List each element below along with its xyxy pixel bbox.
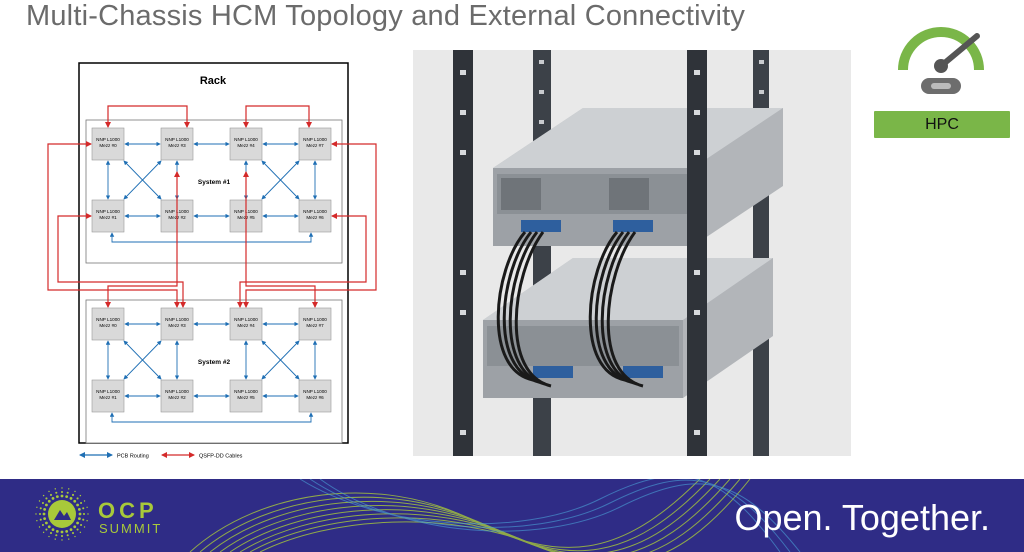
slide-title: Multi-Chassis HCM Topology and External … xyxy=(26,0,746,32)
mezz-model: NNP L1000 xyxy=(96,209,120,214)
rack-servers-photo xyxy=(413,50,851,456)
pcb-link xyxy=(261,340,300,380)
footer-banner xyxy=(0,479,1024,552)
mezz-model: NNP L1000 xyxy=(165,317,189,322)
system-label: System #2 xyxy=(198,359,231,366)
mezz-index: Mezz #6 xyxy=(306,395,324,400)
tagline: Open. Together. xyxy=(734,497,990,538)
qsfp-cable xyxy=(105,171,180,308)
legend: PCB Routing QSFP-DD Cables xyxy=(79,452,243,460)
mezz-model: NNP L1000 xyxy=(165,137,189,142)
mezz-index: Mezz #0 xyxy=(99,323,117,328)
qsfp-cable xyxy=(105,105,190,128)
mezz-model: NNP L1000 xyxy=(303,389,327,394)
mezz-index: Mezz #0 xyxy=(99,143,117,148)
mezz-index: Mezz #6 xyxy=(306,215,324,220)
mezz-model: NNP L1000 xyxy=(234,137,258,142)
qsfp-cable xyxy=(243,171,318,308)
mezz-index: Mezz #3 xyxy=(168,143,186,148)
mezz-index: Mezz #7 xyxy=(306,323,324,328)
mezz-model: NNP L1000 xyxy=(165,389,189,394)
mezz-model: NNP L1000 xyxy=(96,389,120,394)
mezz-model: NNP L1000 xyxy=(303,317,327,322)
pcb-link xyxy=(109,412,314,423)
hpc-badge: HPC xyxy=(874,111,1010,138)
mezz-model: NNP L1000 xyxy=(234,317,258,322)
logo-ocp-word: OCP xyxy=(98,498,158,523)
mezz-model: NNP L1000 xyxy=(303,137,327,142)
mezz-index: Mezz #3 xyxy=(168,323,186,328)
rack-label: Rack xyxy=(200,75,227,87)
ocp-logo-icon xyxy=(35,487,89,541)
system-label: System #1 xyxy=(198,179,231,186)
footer-waves xyxy=(189,479,801,552)
mezz-index: Mezz #1 xyxy=(99,395,117,400)
qsfp-cable xyxy=(57,213,186,308)
qsfp-cable xyxy=(243,105,312,128)
mezz-index: Mezz #7 xyxy=(306,143,324,148)
logo-summit-word: SUMMIT xyxy=(99,521,163,536)
qsfp-cable xyxy=(237,213,367,308)
mezz-model: NNP L1000 xyxy=(234,389,258,394)
mezz-model: NNP L1000 xyxy=(303,209,327,214)
speedometer-icon xyxy=(898,27,984,94)
mezz-index: Mezz #5 xyxy=(237,395,255,400)
legend-pcb-label: PCB Routing xyxy=(117,454,149,460)
pcb-link xyxy=(123,340,162,380)
mezz-index: Mezz #2 xyxy=(168,395,186,400)
mezz-index: Mezz #4 xyxy=(237,323,255,328)
mezz-model: NNP L1000 xyxy=(96,317,120,322)
mezz-index: Mezz #1 xyxy=(99,215,117,220)
legend-cable-label: QSFP-DD Cables xyxy=(199,454,243,460)
mezz-index: Mezz #4 xyxy=(237,143,255,148)
mezz-model: NNP L1000 xyxy=(96,137,120,142)
